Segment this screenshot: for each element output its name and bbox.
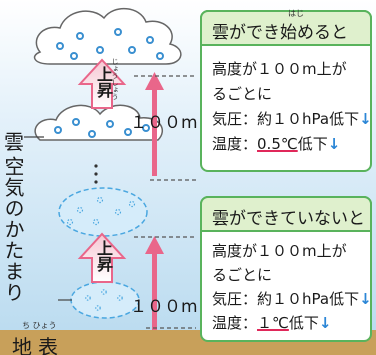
upper-air-parcel <box>58 187 148 237</box>
down-arrow-icon: ↓ <box>359 290 372 308</box>
no-cloud-temp-suffix: 低下 <box>288 314 319 332</box>
dotted-continuation <box>94 164 98 184</box>
no-cloud-pressure-text: 気圧：約１０hPa低下 <box>212 290 360 308</box>
cloud-forming-pressure-text: 気圧：約１０hPa低下 <box>212 110 360 128</box>
top-cloud <box>33 8 182 65</box>
lower-height-label: １００m <box>130 297 198 317</box>
lower-rise-arrow-shape <box>77 232 127 283</box>
lower-height-arrow <box>145 236 164 330</box>
no-cloud-box: 雲ができていないと 高度が１００m上が るごとに 気圧：約１０hPa低下↓ 温度… <box>200 196 372 342</box>
cloud-forming-line1: 高度が１００m上が <box>212 60 347 78</box>
cloud-forming-title-ruby: はじ <box>288 9 304 18</box>
no-cloud-line2: るごとに <box>212 266 273 284</box>
height-reference-lines <box>134 75 196 329</box>
ground-ruby: ち ひょう <box>22 321 57 330</box>
cloud-forming-title: 雲ができ始めると <box>212 23 348 43</box>
no-cloud-title: 雲ができていないと <box>212 209 365 229</box>
no-cloud-temp-value: １℃ <box>257 314 289 332</box>
upper-height-arrow <box>145 72 164 176</box>
cloud-forming-title-bar: 雲ができ始めると <box>200 10 372 46</box>
lower-air-parcel <box>58 281 140 319</box>
no-cloud-line1: 高度が１００m上が <box>212 242 347 260</box>
upper-height-label: １００m <box>130 113 198 133</box>
air-mass-label: 空気のかたまり <box>1 156 25 303</box>
no-cloud-pressure: 気圧：約１０hPa低下↓ <box>212 288 372 309</box>
down-arrow-icon: ↓ <box>318 314 332 332</box>
cloud-forming-line2: るごとに <box>212 85 273 103</box>
ground-label: 地表 <box>12 335 64 355</box>
upper-rise-arrow-shape <box>77 58 127 109</box>
no-cloud-temp-prefix: 温度： <box>212 314 258 332</box>
cloud-forming-temp-prefix: 温度： <box>212 135 258 153</box>
cloud-forming-temp-value: 0.5℃ <box>257 135 298 153</box>
cloud-label: 雲 <box>4 130 24 154</box>
cloud-forming-temperature: 温度：0.5℃低下↓ <box>212 133 340 154</box>
no-cloud-temperature: 温度：１℃低下↓ <box>212 312 331 333</box>
cloud-forming-temp-suffix: 低下 <box>297 135 328 153</box>
cloud-forming-pressure: 気圧：約１０hPa低下↓ <box>212 108 372 129</box>
no-cloud-title-bar: 雲ができていないと <box>200 196 372 232</box>
upper-rise-ruby: じょうしょう <box>111 58 119 100</box>
down-arrow-icon: ↓ <box>327 135 341 153</box>
upper-rise-label: 上昇 <box>94 66 113 98</box>
lower-rise-label: 上昇 <box>94 240 113 272</box>
cloud-forming-box: 雲ができ始めると はじ 高度が１００m上が るごとに 気圧：約１０hPa低下↓ … <box>200 9 372 172</box>
middle-cloud <box>24 104 163 141</box>
down-arrow-icon: ↓ <box>359 110 372 128</box>
